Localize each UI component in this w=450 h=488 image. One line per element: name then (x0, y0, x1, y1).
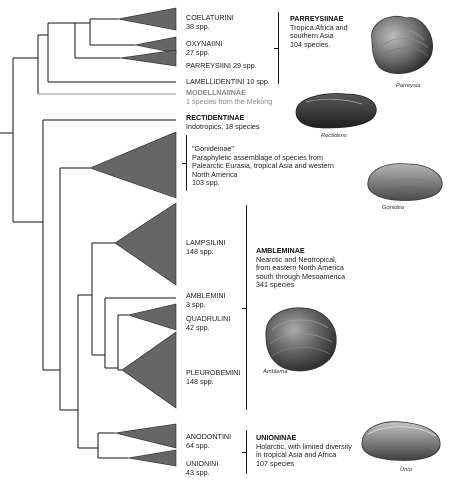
subfamily-range-line1: Nearctic and Neotropical, (256, 254, 337, 264)
label-anodontini: ANODONTINI 64 spp. (186, 432, 232, 450)
brace-unioninae (242, 430, 247, 474)
brace-gonideinae (182, 135, 187, 191)
caption-unio: Unio (400, 467, 412, 473)
clade-name: COELATURINI (186, 13, 234, 22)
shell-image-unio (361, 421, 441, 461)
clade-name: PLEUROBEMINI (186, 368, 241, 377)
clade-name: MODELLNAIINAE (186, 88, 246, 97)
clade-count: 103 spp. (192, 178, 220, 188)
clade-name: UNIONINI (186, 459, 219, 468)
brace-ambleminae (242, 205, 247, 410)
label-parreysiini: PARREYSIINI 29 spp. (186, 61, 257, 71)
clade-name: LAMPSILINI (186, 238, 226, 247)
caption-parreysia: Parreysia (396, 83, 421, 89)
label-modellnaiinae: MODELLNAIINAE 1 species from the Mekong (186, 88, 273, 106)
clade-count: 3 spp. (186, 299, 206, 309)
triangle-oxynaiini (134, 36, 177, 54)
triangle-unionini (127, 449, 177, 467)
clade-count: 38 spp. (186, 21, 210, 31)
shell-image-parreysia (371, 15, 434, 75)
caption-gonidea: Gonidea (382, 205, 404, 211)
tree-edges (0, 18, 176, 459)
triangle-anodontini (114, 423, 177, 449)
subfamily-count: 104 species. (290, 39, 331, 49)
label-lampsilini: LAMPSILINI 148 spp. (186, 238, 226, 256)
label-quadrulini: QUADRULINI 42 spp. (186, 314, 231, 332)
subfamily-range-line1: Tropica Africa and (290, 22, 348, 32)
subfamily-name: PARREYSIINAE (290, 14, 344, 23)
label-gonideinae: "Gonideinae" Paraphyletic assemblage of … (192, 144, 334, 188)
clade-count: 10 spp. (246, 77, 270, 86)
clade-count: 1 species from the Mekong (186, 96, 273, 106)
triangle-coelaturini (117, 7, 177, 31)
clade-count: 27 spp. (186, 47, 210, 57)
shell-image-rectidens (295, 93, 377, 129)
clade-name: OXYNAIINI (186, 39, 223, 48)
clade-count: 148 spp. (186, 246, 214, 256)
caption-rectidens: Rectidens (321, 133, 347, 139)
clade-name: ANODONTINI (186, 432, 232, 441)
subfamily-range-line2: from eastern North America (256, 263, 344, 273)
clade-count: 42 spp. (186, 322, 210, 332)
shell-image-amblema (265, 307, 337, 372)
clade-count: 148 spp. (186, 376, 214, 386)
label-amblemini: AMBLEMINI 3 spp. (186, 291, 226, 309)
subfamily-parreysiinae: PARREYSIINAE Tropica Africa and southern… (290, 14, 348, 49)
label-unionini: UNIONINI 43 spp. (186, 459, 219, 477)
subfamily-name: UNIONINAE (256, 433, 297, 442)
subfamily-count: 341 species (256, 280, 295, 290)
triangle-gonideinae (89, 131, 177, 199)
label-pleurobemini: PLEUROBEMINI 148 spp. (186, 368, 241, 386)
subfamily-ambleminae: AMBLEMINAE Nearctic and Neotropical, fro… (256, 246, 346, 290)
clade-name: RECTIDENTINAE (186, 113, 245, 122)
clade-desc-line1: Paraphyletic assemblage of species from (192, 152, 324, 162)
subfamily-name: AMBLEMINAE (256, 246, 305, 255)
clade-count: 64 spp. (186, 440, 210, 450)
subfamily-range-line3: south through Mesoamerica (256, 271, 346, 281)
clade-name: PARREYSIINI (186, 61, 231, 70)
clade-count: 29 spp. (233, 61, 257, 70)
label-rectidentinae: RECTIDENTINAE Indotropics, 18 species (186, 113, 260, 131)
triangle-lampsilini (114, 202, 177, 286)
triangle-parreysiini (119, 49, 177, 67)
triangle-quadrulini (126, 303, 177, 331)
subfamily-range-line2: in tropical Asia and Africa (256, 450, 337, 460)
clade-name: "Gonideinae" (192, 144, 234, 153)
triangle-pleurobemini (121, 331, 177, 409)
clade-name: LAMELLIDENTINI (186, 77, 245, 86)
brace-parreysiinae (274, 12, 279, 84)
label-oxynaiini: OXYNAIINI 27 spp. (186, 39, 223, 57)
caption-amblema: Amblema (263, 369, 288, 375)
clade-desc-line3: North America (192, 169, 238, 179)
clade-count: 43 spp. (186, 467, 210, 477)
shell-image-gonidea (367, 163, 443, 201)
subfamily-unioninae: UNIONINAE Holarctic, with limited divers… (256, 433, 352, 468)
label-coelaturini: COELATURINI 38 spp. (186, 13, 234, 31)
clade-count: Indotropics, 18 species (186, 121, 260, 131)
clade-triangles (89, 7, 177, 467)
clade-desc-line2: Palearctic Eurasia, tropical Asia and we… (192, 161, 334, 171)
subfamily-range-line1: Holarctic, with limited diversity (256, 441, 352, 451)
clade-name: AMBLEMINI (186, 291, 226, 300)
label-lamellidentini: LAMELLIDENTINI 10 spp. (186, 77, 270, 87)
subfamily-range-line2: southern Asia (290, 31, 334, 41)
clade-name: QUADRULINI (186, 314, 231, 323)
subfamily-count: 107 species (256, 458, 295, 468)
